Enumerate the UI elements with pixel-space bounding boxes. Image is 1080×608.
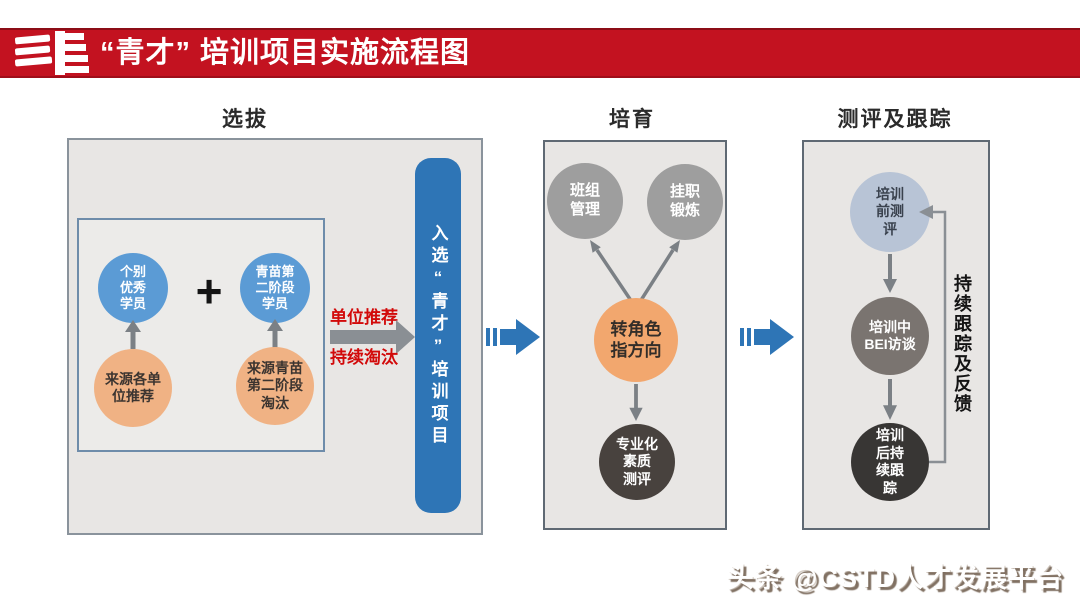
watermark-text: 头条 @CSTD人才发展平台 xyxy=(726,563,1064,593)
up-arrow-icon xyxy=(267,319,283,348)
circle-source-unit-recommendation: 来源各单 位推荐 xyxy=(94,349,172,427)
label-continuous-tracking-feedback: 持续跟踪及反馈 xyxy=(952,274,972,414)
circle-post-training-tracking: 培训 后持 续跟 踪 xyxy=(851,423,929,501)
tracking-panel: 培训 前测 评 培训中 BEI访谈 培训 后持 续跟 踪 持续跟踪及反馈 xyxy=(802,140,990,530)
section-title-tracking: 测评及跟踪 xyxy=(837,108,953,131)
flow-arrow-icon xyxy=(486,319,540,355)
circle-temporary-post-training: 挂职 锻炼 xyxy=(647,164,723,240)
selection-panel: 个别 优秀 学员 + 青苗第 二阶段 学员 来源各单 位推荐 来源青苗 第二阶段… xyxy=(67,138,483,535)
circle-individual-excellent-trainees: 个别 优秀 学员 xyxy=(98,253,168,323)
up-arrow-icon xyxy=(125,320,141,349)
brand-logo-icon xyxy=(14,31,89,75)
title-banner: “青才” 培训项目实施流程图 xyxy=(0,28,1080,78)
down-arrow-icon xyxy=(883,254,897,293)
circle-team-management: 班组 管理 xyxy=(547,163,623,239)
circle-qingmiao-phase2-trainees: 青苗第 二阶段 学员 xyxy=(240,253,310,323)
plus-sign: + xyxy=(195,265,223,317)
down-arrow-icon xyxy=(629,384,643,422)
flow-arrow-icon xyxy=(740,319,794,355)
circle-professional-quality-assessment: 专业化 素质 测评 xyxy=(599,424,675,500)
down-arrow-icon xyxy=(883,379,897,420)
label-unit-recommend: 单位推荐 xyxy=(330,308,398,327)
cultivation-panel: 班组 管理 挂职 锻炼 转角色 指方向 专业化 素质 测评 xyxy=(543,140,727,530)
label-continuous-elimination: 持续淘汰 xyxy=(330,348,398,367)
circle-in-training-bei-interview: 培训中 BEI访谈 xyxy=(851,297,929,375)
circle-role-change-direction: 转角色 指方向 xyxy=(594,298,678,382)
section-title-cultivation: 培育 xyxy=(609,108,655,131)
section-title-selection: 选拔 xyxy=(222,108,268,131)
circle-source-qingmiao-eliminated: 来源青苗 第二阶段 淘汰 xyxy=(236,347,314,425)
page-title: “青才” 培训项目实施流程图 xyxy=(100,37,471,69)
right-arrow-icon xyxy=(330,320,415,354)
circle-pre-training-assessment: 培训 前测 评 xyxy=(850,172,930,252)
selected-program-bar: 入选“青才”培训项目 xyxy=(415,158,461,513)
feedback-loop-arrow-icon xyxy=(919,205,947,464)
